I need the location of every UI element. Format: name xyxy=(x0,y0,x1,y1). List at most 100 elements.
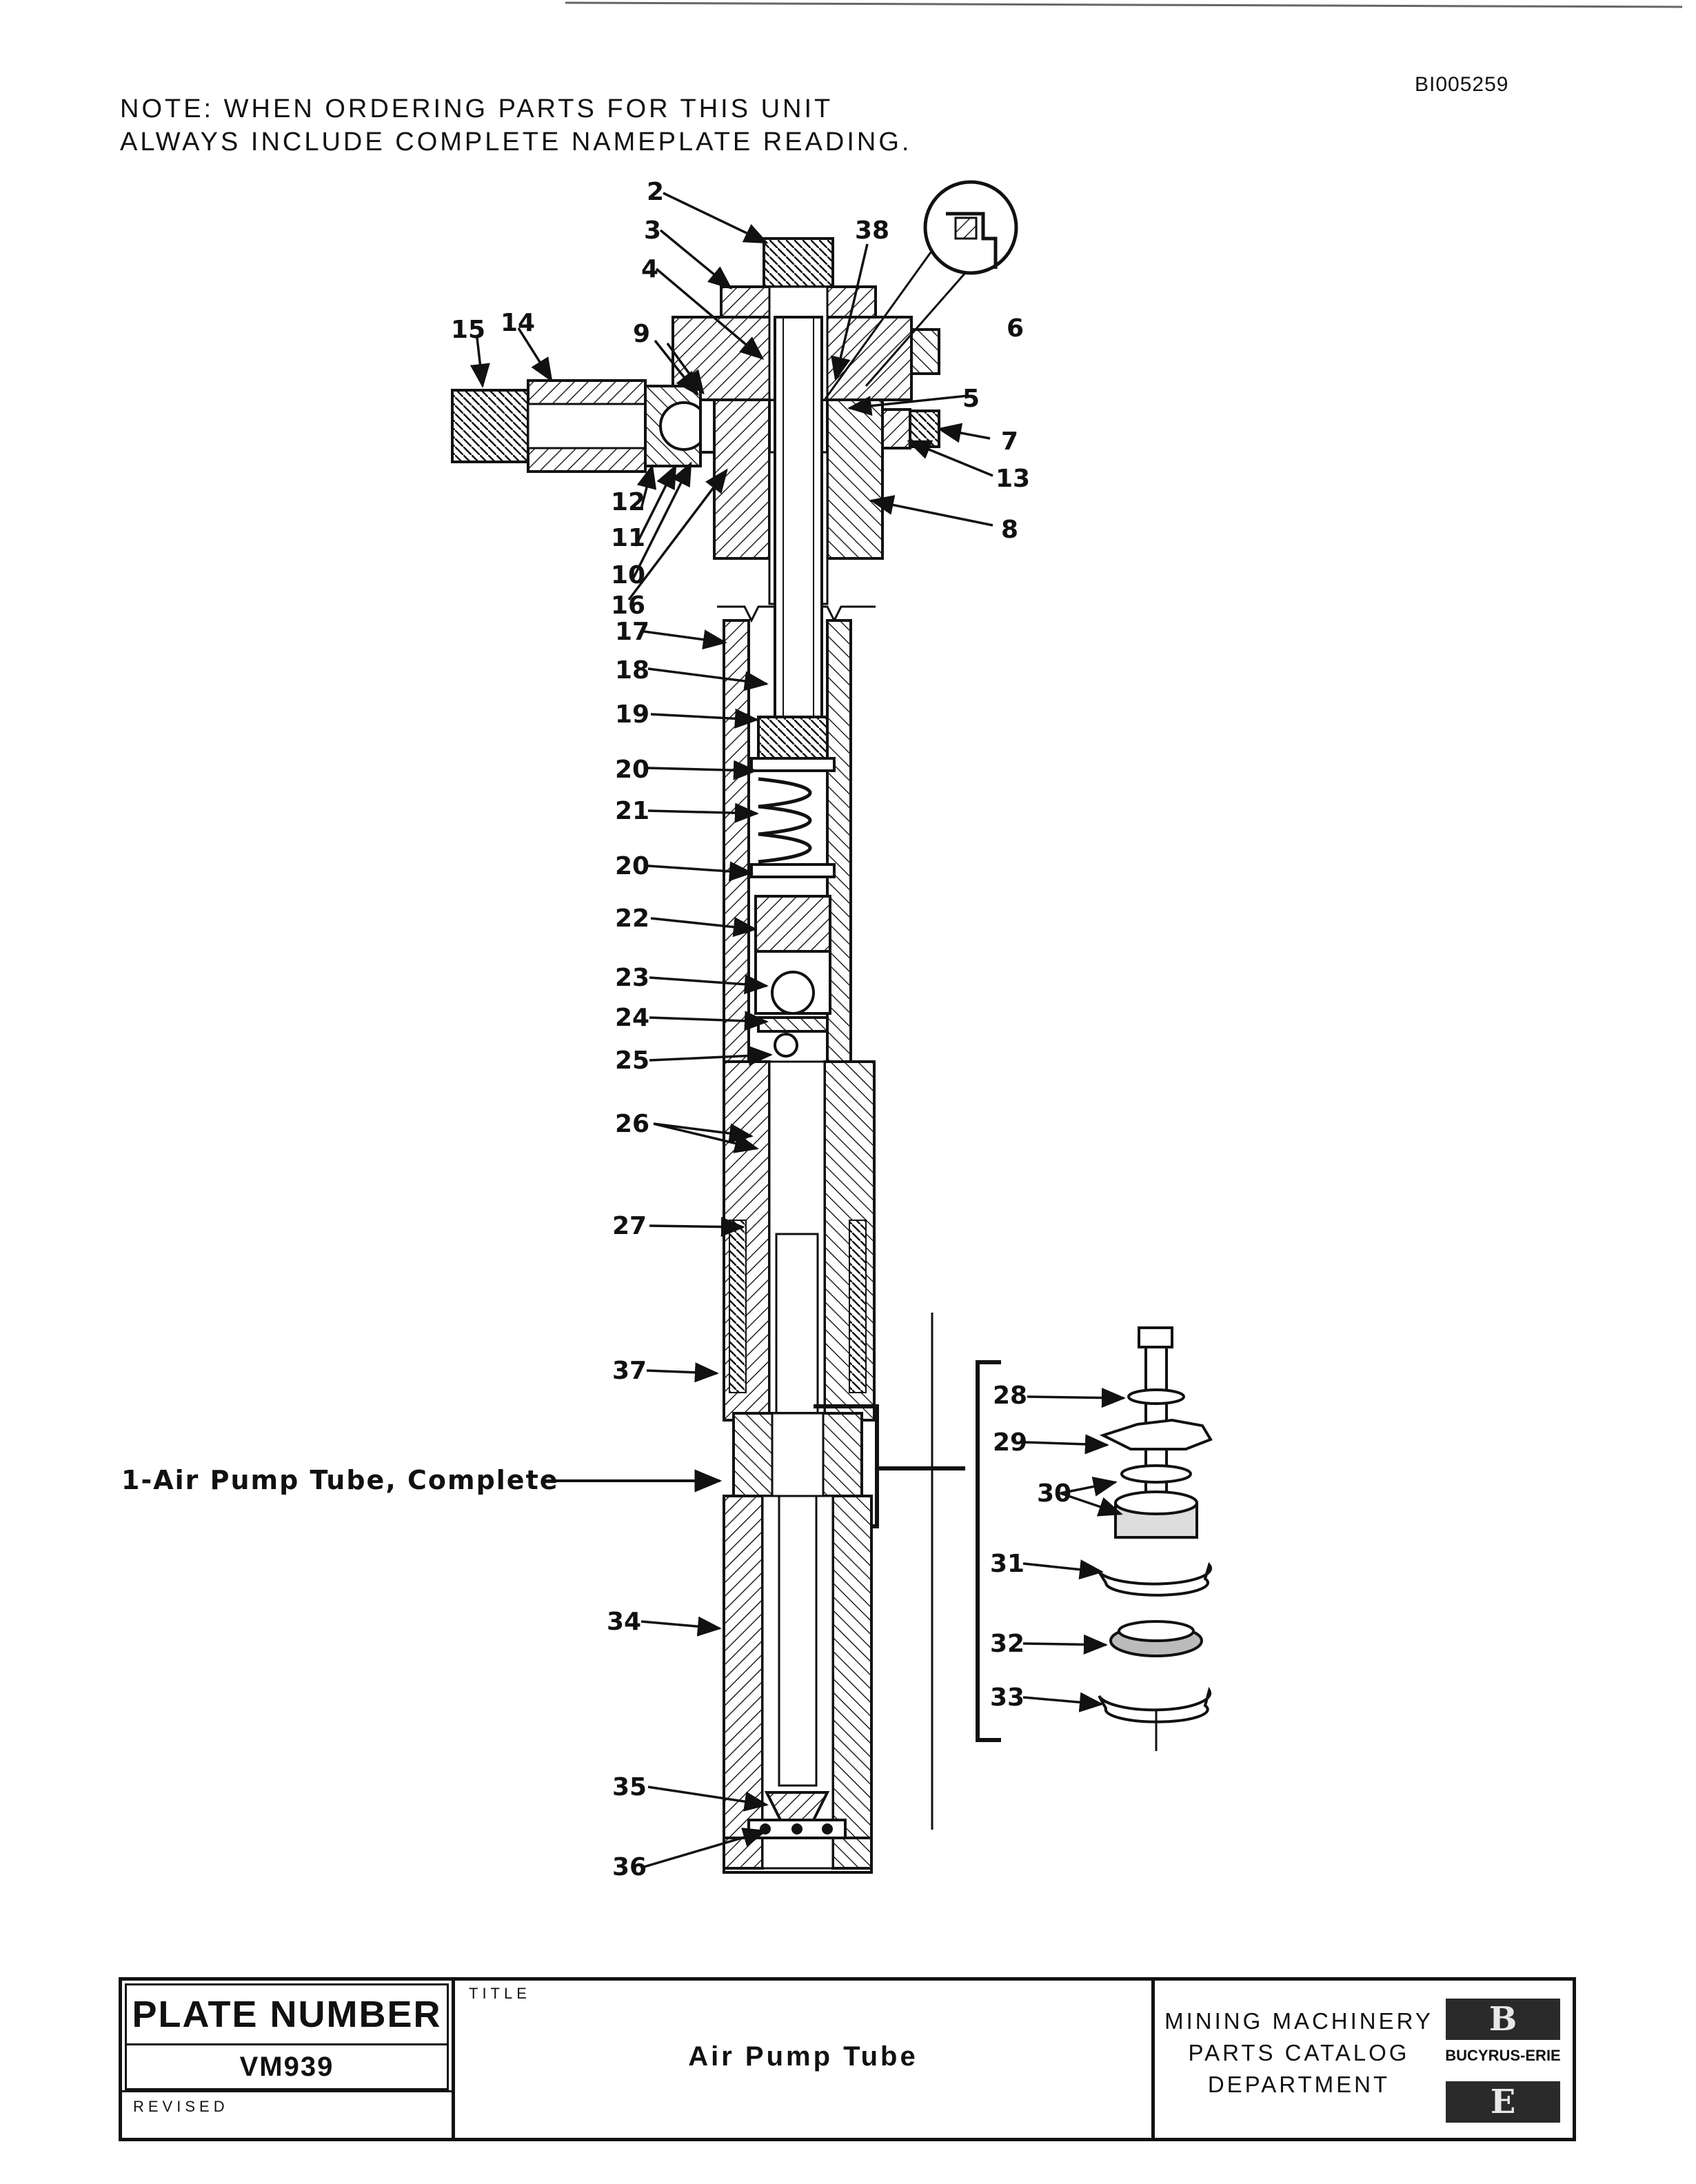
callout-14: 14 xyxy=(501,309,535,337)
exploded-parts xyxy=(976,1326,1213,1751)
callout-3: 3 xyxy=(644,216,661,245)
callout-9: 9 xyxy=(633,320,650,348)
ball-23 xyxy=(771,971,815,1015)
coupling-15 xyxy=(451,389,529,463)
callout-35: 35 xyxy=(612,1773,647,1801)
callout-4: 4 xyxy=(641,255,658,283)
detail-circle-6 xyxy=(823,180,1018,401)
callout-10: 10 xyxy=(611,561,645,589)
clip-20a xyxy=(750,757,836,772)
callout-21: 21 xyxy=(615,797,649,825)
callout-37: 37 xyxy=(612,1357,647,1385)
callout-18: 18 xyxy=(615,656,649,685)
callout-36: 36 xyxy=(612,1853,647,1881)
lower-body xyxy=(723,1495,873,1874)
ball-25 xyxy=(774,1033,798,1058)
ring-28 xyxy=(1127,1388,1185,1405)
plug-13 xyxy=(881,408,911,449)
cylinder-section xyxy=(723,1060,876,1422)
dept-line-2: PARTS CATALOG xyxy=(1188,2040,1410,2065)
department-name: MINING MACHINERY PARTS CATALOG DEPARTMEN… xyxy=(1164,2005,1433,2101)
logo-e-icon: E xyxy=(1446,2081,1560,2123)
callout-20b: 20 xyxy=(615,852,649,880)
seat-24 xyxy=(757,1016,829,1033)
callout-7: 7 xyxy=(1001,427,1018,456)
spring-21 xyxy=(758,777,812,864)
split-ring-33 xyxy=(1098,1686,1212,1723)
side-inlet-assembly xyxy=(451,379,771,473)
title-label: TITLE xyxy=(469,1985,531,2002)
valve-section xyxy=(750,716,836,1058)
washer-30a xyxy=(1120,1464,1192,1484)
clip-20b xyxy=(750,863,836,878)
callout-16: 16 xyxy=(611,592,645,620)
callout-15: 15 xyxy=(451,316,485,344)
dept-line-3: DEPARTMENT xyxy=(1207,2072,1391,2097)
callout-30: 30 xyxy=(1037,1479,1071,1508)
coupling-19 xyxy=(757,716,829,760)
callout-6: 6 xyxy=(1007,314,1024,343)
thread-27-left xyxy=(729,1220,747,1393)
callout-25: 25 xyxy=(615,1046,649,1075)
callout-26: 26 xyxy=(615,1110,649,1138)
callout-24: 24 xyxy=(615,1004,649,1032)
title-section: TITLE Air Pump Tube xyxy=(455,1981,1155,2138)
nipple-2 xyxy=(763,237,834,288)
callout-11: 11 xyxy=(611,524,645,552)
callout-38: 38 xyxy=(855,216,889,245)
callout-29: 29 xyxy=(993,1428,1027,1457)
plug-7 xyxy=(909,410,940,448)
stem-top xyxy=(1138,1326,1173,1348)
rod-18 xyxy=(774,316,823,718)
document-id: BI005259 xyxy=(1415,73,1509,96)
callout-2: 2 xyxy=(647,178,664,206)
thread-27-right xyxy=(849,1220,867,1393)
group-bracket xyxy=(976,1360,1001,1742)
callout-13: 13 xyxy=(996,465,1030,493)
flange-right-ear xyxy=(910,328,940,375)
plate-number-label: PLATE NUMBER xyxy=(125,1983,449,2045)
callout-28: 28 xyxy=(993,1382,1027,1410)
drawing-title: Air Pump Tube xyxy=(688,2041,918,2072)
callout-5: 5 xyxy=(962,385,980,413)
lower-rod xyxy=(778,1495,818,1787)
plate-section: PLATE NUMBER VM939 REVISED xyxy=(122,1981,455,2138)
title-block: PLATE NUMBER VM939 REVISED TITLE Air Pum… xyxy=(119,1977,1576,2141)
callout-22: 22 xyxy=(615,904,649,933)
callout-32: 32 xyxy=(990,1630,1024,1658)
tube-wall-left xyxy=(723,619,750,1063)
logo-b-icon: B xyxy=(1446,1999,1560,2040)
callout-numbers: 2 3 4 38 6 9 15 14 5 7 13 8 12 11 10 16 … xyxy=(121,178,1071,1881)
star-washer-29 xyxy=(1099,1418,1213,1450)
lower-wall-right xyxy=(831,1495,873,1870)
callout-33: 33 xyxy=(990,1684,1024,1712)
lower-wall-left xyxy=(723,1495,764,1870)
assembly-label: 1-Air Pump Tube, Complete xyxy=(121,1465,559,1495)
callout-31: 31 xyxy=(990,1550,1024,1578)
dept-line-1: MINING MACHINERY xyxy=(1164,2008,1433,2034)
split-ring-31 xyxy=(1098,1561,1212,1597)
revised-label: REVISED xyxy=(122,2090,452,2138)
callout-19: 19 xyxy=(615,700,649,729)
brand-name: BUCYRUS-ERIE xyxy=(1445,2047,1561,2064)
ordering-note: NOTE: WHEN ORDERING PARTS FOR THIS UNIT … xyxy=(120,92,911,159)
packing-section xyxy=(732,1404,965,1532)
housing-bore xyxy=(527,403,647,449)
callout-20a: 20 xyxy=(615,756,649,784)
callout-leaders xyxy=(470,192,1126,1868)
note-line-1: NOTE: WHEN ORDERING PARTS FOR THIS UNIT xyxy=(120,94,834,123)
plate-number: VM939 xyxy=(125,2045,449,2090)
callout-23: 23 xyxy=(615,964,649,992)
callout-8: 8 xyxy=(1001,516,1018,544)
callout-12: 12 xyxy=(611,488,645,516)
department-section: MINING MACHINERY PARTS CATALOG DEPARTMEN… xyxy=(1155,1981,1573,2138)
callout-17: 17 xyxy=(615,618,649,646)
piston-rod xyxy=(775,1233,819,1422)
callout-27: 27 xyxy=(612,1212,647,1240)
tube-bottom xyxy=(723,1837,873,1874)
note-line-2: ALWAYS INCLUDE COMPLETE NAMEPLATE READIN… xyxy=(120,128,912,156)
top-rule xyxy=(565,1,1683,8)
callout-34: 34 xyxy=(607,1608,641,1636)
valve-block-22 xyxy=(754,895,831,953)
